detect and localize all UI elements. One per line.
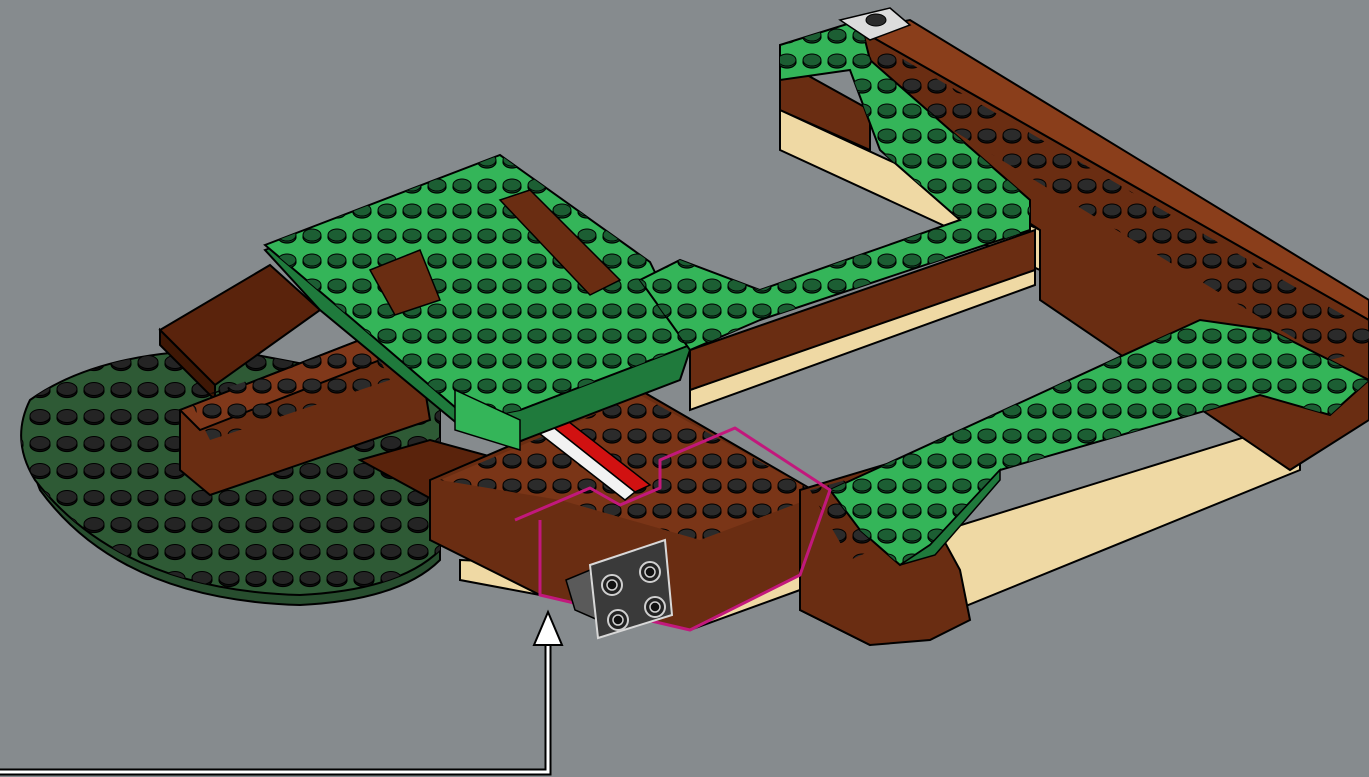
up-arrow-icon <box>0 612 562 772</box>
